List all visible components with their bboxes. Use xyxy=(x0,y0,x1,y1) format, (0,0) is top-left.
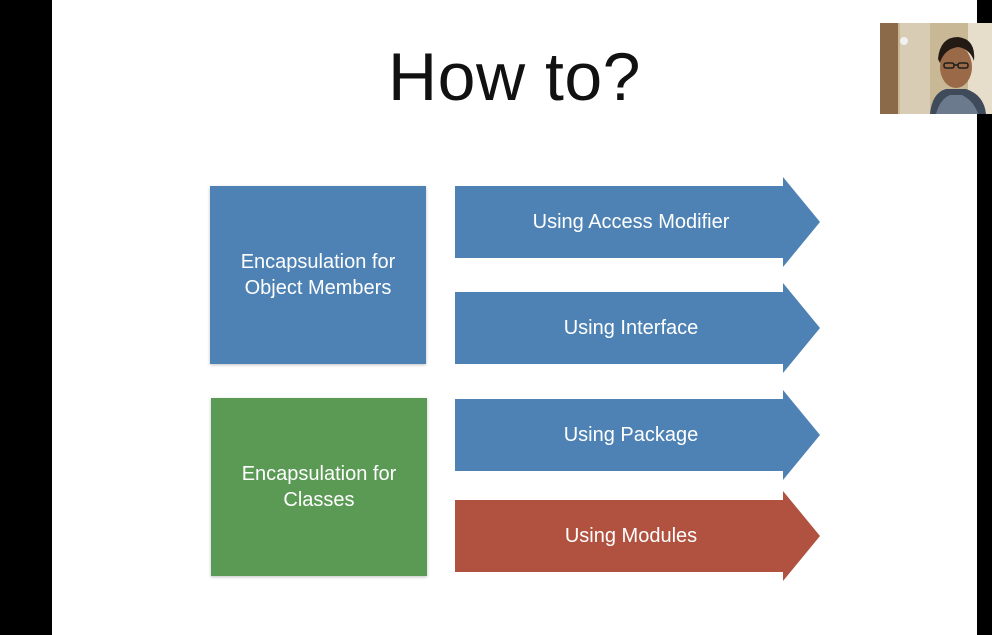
arrow-shape xyxy=(455,177,820,267)
box-encapsulation-object-members: Encapsulation for Object Members xyxy=(210,186,426,364)
box-label: Encapsulation for Classes xyxy=(241,463,397,511)
arrow-label: Using Access Modifier xyxy=(532,210,730,233)
slide-title: How to? xyxy=(388,39,641,115)
arrow-label: Using Modules xyxy=(564,524,698,547)
arrow-label: Using Package xyxy=(563,423,699,446)
presenter-video-icon xyxy=(880,23,992,114)
box-encapsulation-classes: Encapsulation for Classes xyxy=(211,398,427,576)
arrow-shape xyxy=(455,283,820,373)
arrow-using-access-modifier: Using Access Modifier xyxy=(455,177,820,267)
arrow-shape xyxy=(455,390,820,480)
arrow-using-package: Using Package xyxy=(455,390,820,480)
arrow-label: Using Interface xyxy=(563,316,699,339)
arrow-shape xyxy=(455,491,820,581)
arrow-using-modules: Using Modules xyxy=(455,491,820,581)
presentation-slide: How to? Encapsulation for Object Members… xyxy=(52,0,977,635)
arrow-using-interface: Using Interface xyxy=(455,283,820,373)
screen-edge xyxy=(977,114,992,635)
presenter-webcam[interactable] xyxy=(880,23,992,114)
box-label: Encapsulation for Object Members xyxy=(240,251,396,299)
